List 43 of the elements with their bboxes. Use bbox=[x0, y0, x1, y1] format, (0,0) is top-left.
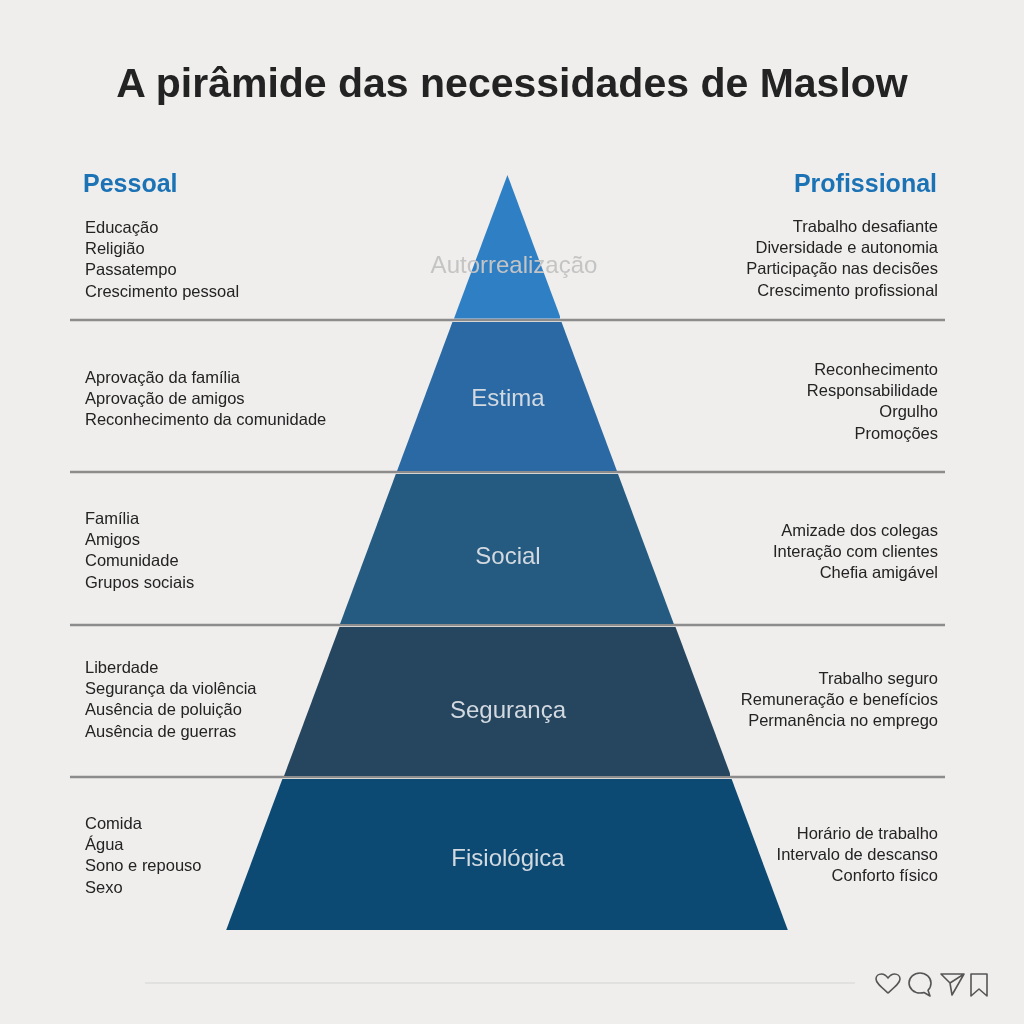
list-item: Responsabilidade bbox=[806, 380, 938, 401]
list-item: Liberdade bbox=[85, 657, 159, 677]
list-item: Remuneração e benefícios bbox=[740, 689, 938, 710]
list-item: Chefia amigável bbox=[819, 562, 938, 583]
list-item: Trabalho desafiante bbox=[792, 216, 938, 236]
list-item: Interação com clientes bbox=[772, 541, 938, 562]
list-item: Horário de trabalho bbox=[796, 823, 938, 843]
title: A pirâmide das necessidades de Maslow bbox=[115, 59, 909, 108]
tier-label: Segurança bbox=[449, 696, 567, 724]
list-item: Água bbox=[85, 834, 124, 855]
list-item: Grupos sociais bbox=[85, 571, 195, 592]
list-item: Religião bbox=[85, 238, 145, 259]
list-item: Reconhecimento da comunidade bbox=[85, 409, 327, 430]
tier-label: Fisiológica bbox=[451, 844, 565, 872]
list-item: Sexo bbox=[85, 876, 123, 897]
list-item: Comida bbox=[85, 813, 142, 833]
list-item: Amigos bbox=[85, 529, 141, 550]
list-item: Permanência no emprego bbox=[748, 710, 938, 731]
list-item: Crescimento profissional bbox=[757, 279, 938, 300]
list-item: Participação nas decisões bbox=[746, 258, 938, 279]
column-heading: Pessoal bbox=[83, 168, 178, 198]
list-item: Reconhecimento bbox=[814, 359, 938, 379]
column-heading: Profissional bbox=[793, 168, 937, 198]
tier-label: Estima bbox=[471, 384, 545, 412]
tier-label: Social bbox=[475, 542, 541, 570]
list-item: Família bbox=[85, 508, 140, 528]
list-item: Orgulho bbox=[879, 401, 938, 422]
list-item: Diversidade e autonomia bbox=[755, 237, 938, 258]
list-item: Crescimento pessoal bbox=[85, 280, 240, 301]
list-item: Aprovação de amigos bbox=[85, 388, 245, 409]
list-item: Ausência de guerras bbox=[85, 720, 237, 741]
list-item: Promoções bbox=[854, 422, 938, 443]
list-item: Comunidade bbox=[85, 550, 179, 571]
list-item: Conforto físico bbox=[831, 865, 938, 886]
list-item: Passatempo bbox=[85, 259, 177, 280]
list-item: Amizade dos colegas bbox=[781, 520, 938, 540]
list-item: Sono e repouso bbox=[85, 855, 202, 876]
list-item: Segurança da violência bbox=[85, 678, 257, 699]
list-item: Aprovação da família bbox=[85, 367, 240, 387]
list-item: Intervalo de descanso bbox=[776, 844, 938, 865]
list-item: Trabalho seguro bbox=[818, 668, 938, 688]
list-item: Educação bbox=[85, 217, 159, 237]
list-item: Ausência de poluição bbox=[85, 699, 242, 720]
